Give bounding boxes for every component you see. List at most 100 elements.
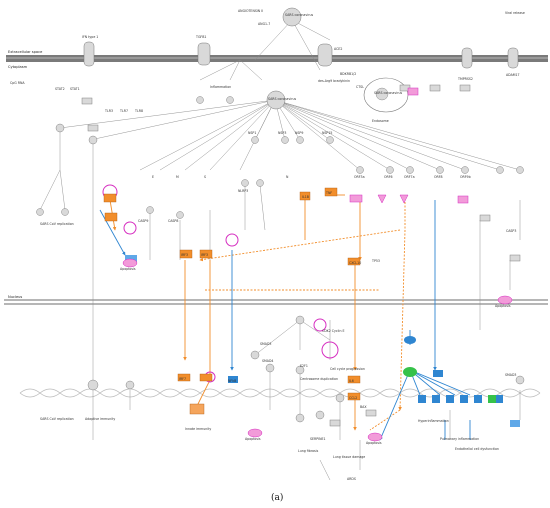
node-s: S [204, 175, 206, 179]
node-nsp15: NSP15 [322, 131, 332, 135]
node-cpg-rna: CpG RNA [10, 81, 25, 85]
node-casp9: CASP9 [138, 219, 148, 223]
node-nsp3: NSP3 [278, 131, 286, 135]
svg-text:TGFB1: TGFB1 [195, 35, 206, 39]
node-inflammation: Inflammation [210, 85, 231, 89]
outcome-hyperinflammation: Hyperinflammation [418, 419, 449, 423]
svg-text:STAT1: STAT1 [70, 87, 80, 91]
svg-text:NSP15: NSP15 [322, 131, 332, 135]
svg-text:CTSL: CTSL [356, 85, 364, 89]
endosome-label: Endosome [372, 119, 389, 123]
node-ang17: ANG1-7 [258, 22, 270, 26]
apoptosis-label-a: Apoptosis [120, 267, 136, 271]
receptor-tgfb: TGFB1 [195, 35, 211, 66]
region-label-extracellular: Extracellular space [8, 50, 43, 54]
node-smad3: SMAD3 [260, 342, 271, 346]
outcome-adaptive: Adaptive immunity [85, 417, 115, 421]
outcome-innate: Innate immunity [185, 427, 211, 431]
node-centrosome: Centrosome duplication [300, 377, 338, 381]
region-label-cytoplasm: Cytoplasm [8, 65, 28, 69]
svg-text:N: N [286, 175, 289, 179]
sars-node-mid: SARS coronavirus [266, 90, 296, 110]
receptor-tmprss2: TMPRSS2 [457, 47, 473, 81]
svg-text:M: M [176, 175, 179, 179]
receptor-ace2: ACE2 [317, 43, 342, 67]
receptor-adam17: ADAM17 [506, 47, 520, 77]
node-tlr7: TLR7 [119, 109, 128, 113]
node-irf3-a: IRF3 [181, 253, 188, 257]
svg-text:TLR7: TLR7 [119, 109, 128, 113]
node-viral-replication: SARS CoV replication [40, 222, 74, 226]
node-serpine1: SERPINE1 [310, 437, 326, 441]
outcome-viral-replication: SARS CoV replication [40, 417, 74, 421]
node-cell-cycle: Cell cycle progression [330, 367, 365, 371]
svg-text:TP53: TP53 [371, 259, 380, 263]
node-orf9b: ORF9b [460, 175, 471, 179]
svg-text:TLR3: TLR3 [104, 109, 113, 113]
endosome: Endosome SARS coronavirus [363, 77, 409, 123]
node-cyclin: CDK2 Cyclin E [322, 329, 345, 333]
node-e2f1: E2F1 [300, 364, 308, 368]
node-nfkb: NFkB [228, 379, 236, 383]
orange-edges [109, 194, 406, 431]
node-il1b: IL1B [302, 195, 309, 199]
svg-text:CASP9: CASP9 [138, 219, 148, 223]
svg-text:SARS coronavirus: SARS coronavirus [268, 97, 296, 101]
node-e: E [152, 175, 154, 179]
svg-text:CpG RNA: CpG RNA [10, 81, 25, 85]
apoptosis-nodes [122, 258, 513, 442]
svg-text:CASP3: CASP3 [506, 229, 516, 233]
svg-text:NSP1: NSP1 [248, 131, 256, 135]
dna-helix-strand-2 [19, 388, 541, 398]
node-n: N [286, 175, 289, 179]
blue-nodes [125, 255, 520, 427]
apoptosis-label-d: Apoptosis [495, 304, 511, 308]
apoptosis-label-c: Apoptosis [366, 441, 382, 445]
nuclear-membrane [4, 299, 548, 305]
node-orf7a: ORF7a [404, 175, 415, 179]
node-cxcl10: CXCL10 [349, 261, 361, 265]
node-smad-end: SMAD3 [505, 373, 516, 377]
node-tnf: TNF [325, 191, 332, 195]
svg-text:S: S [204, 175, 206, 179]
cyto-nodes [36, 84, 524, 262]
nucleus-nodes [87, 315, 525, 427]
node-tp53: TP53 [371, 259, 380, 263]
svg-text:NSP3: NSP3 [278, 131, 286, 135]
outcome-lung-damage: Lung tissue damage [333, 455, 365, 459]
orange-nodes [103, 187, 361, 415]
svg-text:NSP9: NSP9 [295, 131, 303, 135]
node-bax: BAX [360, 405, 367, 409]
node-casp3: CASP3 [506, 229, 516, 233]
node-m: M [176, 175, 179, 179]
node-orf3a: ORF3a [354, 175, 365, 179]
node-smad4: SMAD4 [262, 359, 273, 363]
node-tlr8: TLR8 [134, 109, 143, 113]
highlight-rings [102, 184, 339, 383]
svg-text:E: E [152, 175, 154, 179]
sars-node-top: SARS coronavirus [282, 7, 313, 27]
svg-text:ADAM17: ADAM17 [506, 73, 520, 77]
svg-text:NLRP3: NLRP3 [238, 189, 248, 193]
svg-text:IFN type 1: IFN type 1 [82, 35, 98, 39]
node-stat2: STAT2 [55, 87, 65, 91]
node-angiotensin: ANGIOTENSIN II [238, 9, 263, 13]
svg-text:TMPRSS2: TMPRSS2 [457, 77, 473, 81]
node-desarg: des-Arg9 bradykinin [318, 79, 350, 83]
node-il6: IL6 [349, 379, 354, 383]
svg-text:ORF9b: ORF9b [460, 175, 471, 179]
node-irf7: IRF7 [179, 377, 186, 381]
figure-caption: (a) [271, 492, 283, 503]
outcome-ards: ARDS [347, 477, 356, 481]
svg-text:ORF8: ORF8 [434, 175, 443, 179]
svg-text:STAT2: STAT2 [55, 87, 65, 91]
svg-text:ORF7a: ORF7a [404, 175, 415, 179]
outcome-endothelial: Endothelial cell dysfunction [455, 447, 499, 451]
svg-text:SARS coronavirus: SARS coronavirus [285, 13, 313, 17]
outcome-fibrosis: Lung fibrosis [298, 449, 319, 453]
green-nodes [403, 367, 496, 403]
node-nsp1: NSP1 [248, 131, 256, 135]
node-viral-release: Viral release [505, 11, 525, 15]
node-orf6: ORF6 [384, 175, 393, 179]
